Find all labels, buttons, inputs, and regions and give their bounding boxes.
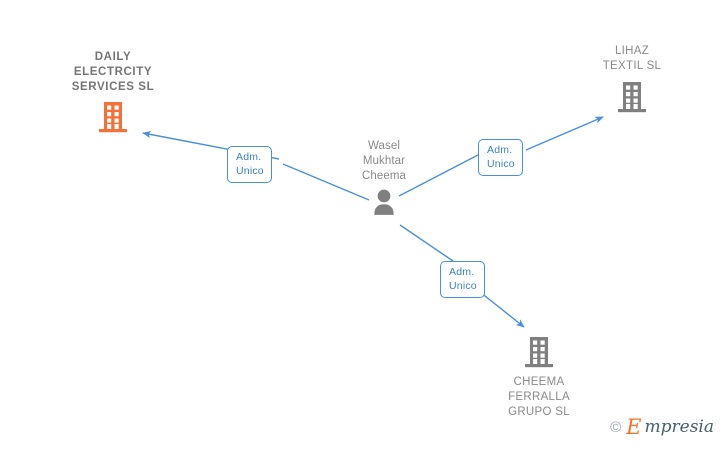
empresia-watermark: © E mpresia bbox=[610, 417, 714, 438]
edge-label-adm-unico-daily-electrcity[interactable]: Adm. Unico bbox=[227, 146, 272, 183]
node-cheema-ferralla-grupo-label: CHEEMA FERRALLA GRUPO SL bbox=[508, 376, 570, 418]
node-wasel-mukhtar-cheema-label: Wasel Mukhtar Cheema bbox=[361, 140, 407, 182]
node-daily-electrcity[interactable]: DAILY ELECTRCITY SERVICES SL bbox=[38, 50, 188, 133]
node-cheema-ferralla-grupo[interactable]: CHEEMA FERRALLA GRUPO SL bbox=[464, 336, 614, 420]
edge-segment-bottom-chip-to-cheema-ferralla bbox=[479, 291, 525, 328]
building-icon bbox=[525, 337, 553, 368]
empresia-logo-initial: E bbox=[626, 415, 642, 439]
edge-segment-person-to-bottom-chip bbox=[399, 224, 454, 262]
edge-segment-right-chip-to-lihaz-textil bbox=[525, 116, 604, 151]
empresia-logo-text: mpresia bbox=[644, 417, 715, 437]
edge-label-adm-unico-cheema-ferralla[interactable]: Adm. Unico bbox=[440, 261, 485, 298]
person-icon bbox=[374, 189, 394, 215]
building-icon bbox=[618, 82, 646, 113]
edge-label-adm-unico-lihaz-textil[interactable]: Adm. Unico bbox=[478, 139, 523, 176]
edge-segment-person-to-right-chip bbox=[398, 154, 479, 197]
node-lihaz-textil[interactable]: LIHAZ TEXTIL SL bbox=[557, 44, 707, 113]
building-icon bbox=[99, 102, 127, 133]
node-wasel-mukhtar-cheema[interactable]: Wasel Mukhtar Cheema bbox=[309, 139, 459, 216]
node-lihaz-textil-label: LIHAZ TEXTIL SL bbox=[602, 45, 662, 72]
copyright-icon: © bbox=[610, 419, 622, 436]
node-daily-electrcity-label: DAILY ELECTRCITY SERVICES SL bbox=[71, 51, 155, 93]
edge-segment-person-to-left-chip bbox=[282, 163, 370, 201]
